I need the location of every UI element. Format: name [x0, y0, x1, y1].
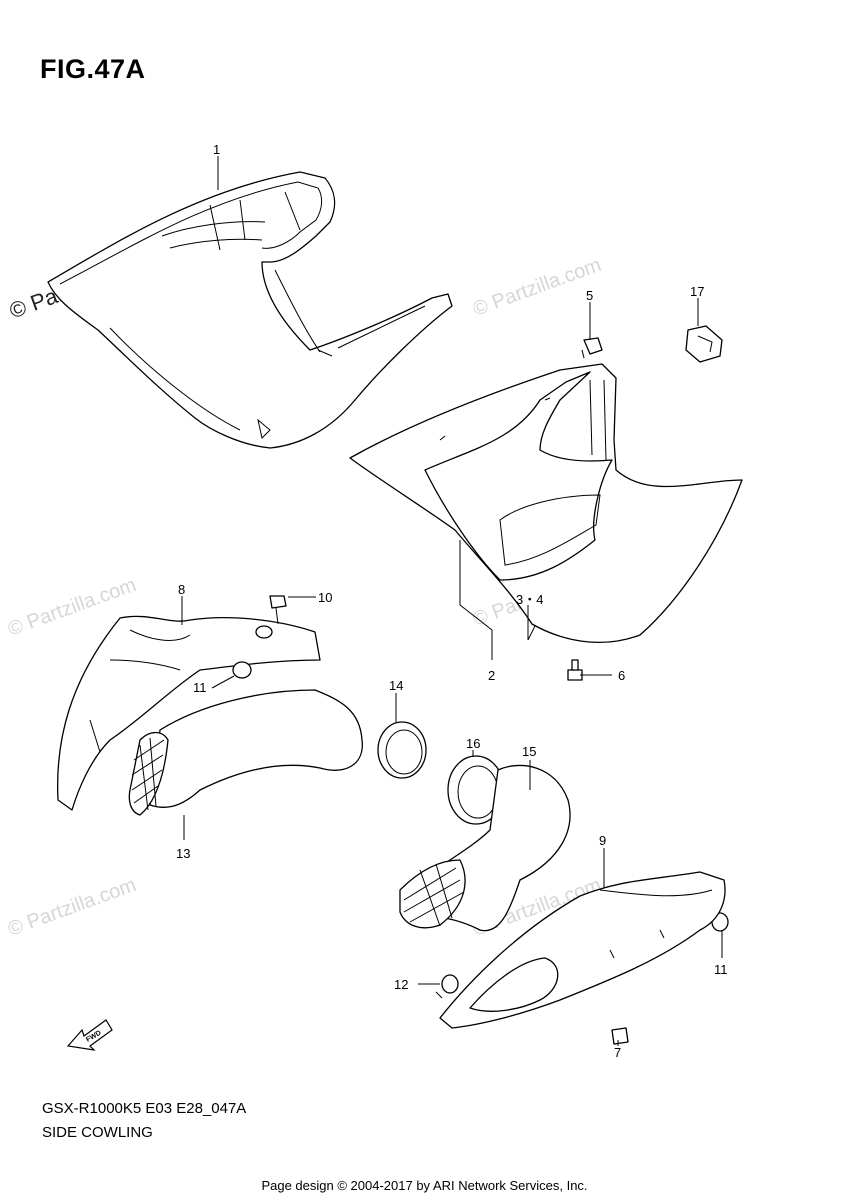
part-2-side-cowling: [349, 363, 743, 644]
callout-17: 17: [690, 284, 704, 299]
callout-3-4: 3・4: [516, 592, 543, 607]
callout-10: 10: [318, 590, 332, 605]
footer-credit: Page design © 2004-2017 by ARI Network S…: [261, 1178, 588, 1193]
part-8-inner-panel: [56, 615, 321, 811]
callout-2: 2: [488, 668, 495, 683]
callout-5: 5: [586, 288, 593, 303]
callout-7: 7: [614, 1045, 621, 1060]
part-9-lower-cowling: [439, 871, 726, 1029]
callout-6: 6: [618, 668, 625, 683]
part-1-upper-cowling: [47, 171, 453, 449]
fwd-arrow-icon: FWD: [66, 1019, 113, 1051]
part-6-bolt: [567, 659, 583, 681]
callout-11b: 11: [714, 962, 728, 977]
part-12-screw: [435, 974, 459, 999]
part-11-grommet-a: [232, 661, 252, 679]
part-10-bolt: [269, 595, 287, 625]
callout-15: 15: [522, 744, 536, 759]
model-code: GSX-R1000K5 E03 E28_047A: [42, 1100, 247, 1117]
part-14-ring: [377, 721, 427, 779]
part-13-duct: [128, 689, 363, 816]
callout-11a: 11: [193, 680, 207, 695]
part-7-clip: [611, 1027, 629, 1045]
part-17-clip: [685, 325, 723, 363]
callout-14: 14: [389, 678, 403, 693]
part-5-screw: [581, 337, 603, 359]
callout-13: 13: [176, 846, 190, 861]
section-name: SIDE COWLING: [42, 1124, 153, 1141]
leader-lines: [181, 156, 723, 1046]
callout-8: 8: [178, 582, 185, 597]
part-15-duct: [399, 764, 571, 932]
footer: Page design © 2004-2017 by ARI Network S…: [0, 1178, 849, 1193]
figure-title: FIG.47A: [40, 54, 146, 84]
callout-16: 16: [466, 736, 480, 751]
callout-12: 12: [394, 977, 408, 992]
callout-9: 9: [599, 833, 606, 848]
callout-1: 1: [213, 142, 220, 157]
